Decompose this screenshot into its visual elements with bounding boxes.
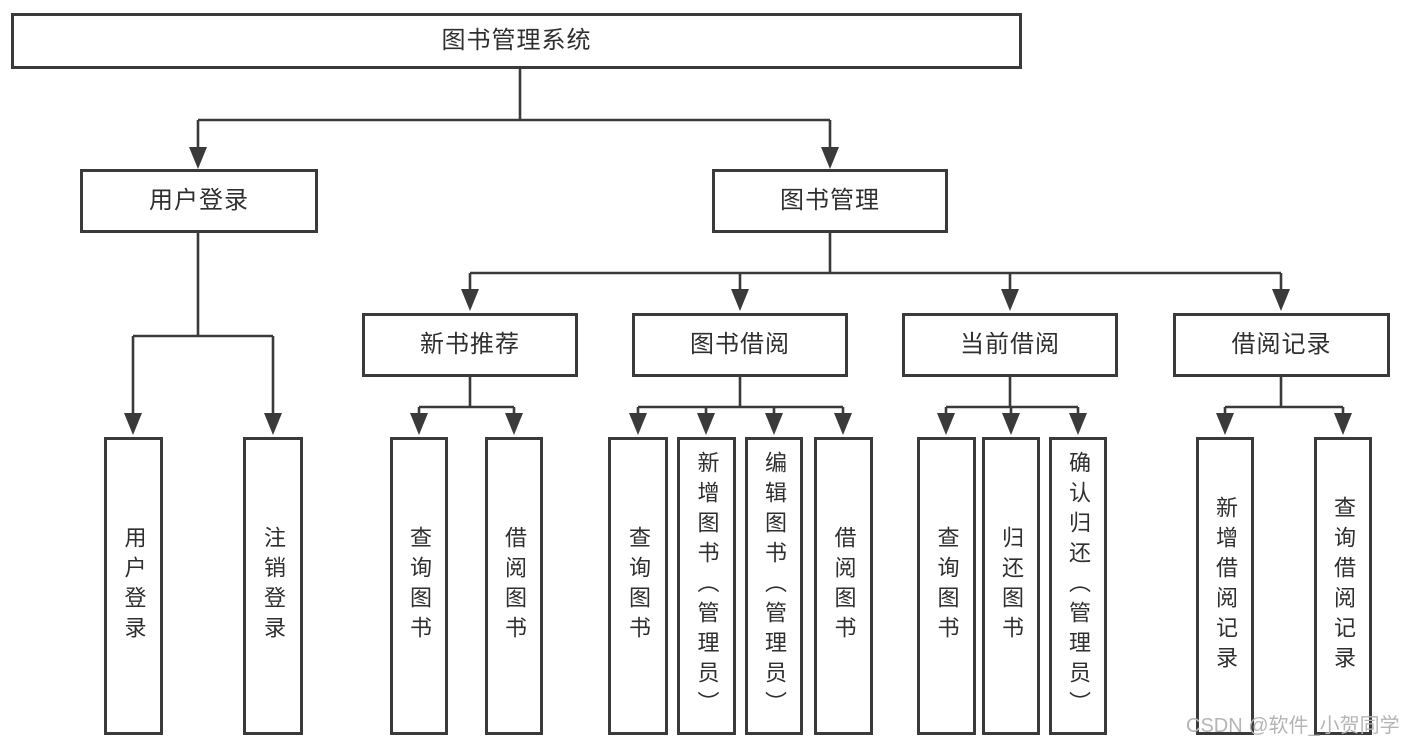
- node-current-borrow-label: 当前借阅: [960, 331, 1060, 358]
- node-user-login-label: 用户登录: [149, 187, 249, 214]
- node-borrow-records-label: 借阅记录: [1231, 331, 1332, 358]
- node-root-label: 图书管理系统: [441, 27, 592, 54]
- node-book-mgmt: 图书管理: [712, 169, 948, 233]
- leaf-borrow-book-recommend-label: 借阅图书: [502, 526, 527, 646]
- leaf-edit-book-admin-label: 编辑图书（管理员）: [762, 451, 787, 721]
- leaf-logout: 注销登录: [243, 437, 303, 735]
- leaf-query-borrow-record-label: 查询借阅记录: [1331, 496, 1356, 676]
- leaf-add-borrow-record: 新增借阅记录: [1196, 437, 1254, 735]
- node-book-borrow-label: 图书借阅: [690, 331, 790, 358]
- leaf-borrow-book-label: 借阅图书: [831, 526, 857, 646]
- leaf-user-login-label: 用户登录: [121, 526, 147, 646]
- node-root: 图书管理系统: [11, 13, 1022, 69]
- leaf-borrow-book: 借阅图书: [814, 437, 873, 735]
- node-user-login: 用户登录: [80, 169, 318, 233]
- node-book-borrow: 图书借阅: [632, 313, 848, 377]
- leaf-query-book-recommend-label: 查询图书: [407, 526, 432, 646]
- leaf-return-book-label: 归还图书: [999, 526, 1024, 646]
- leaf-query-borrow-record: 查询借阅记录: [1314, 437, 1372, 735]
- leaf-logout-label: 注销登录: [261, 526, 286, 646]
- node-new-book-recommend-label: 新书推荐: [420, 331, 520, 358]
- leaf-edit-book-admin: 编辑图书（管理员）: [745, 437, 803, 735]
- node-book-mgmt-label: 图书管理: [780, 187, 880, 214]
- node-current-borrow: 当前借阅: [902, 313, 1118, 377]
- leaf-confirm-return-admin: 确认归还（管理员）: [1049, 437, 1107, 735]
- watermark: CSDN @软件_小贺同学: [1186, 715, 1400, 737]
- leaf-add-book-admin: 新增图书（管理员）: [677, 437, 736, 735]
- leaf-query-book-recommend: 查询图书: [390, 437, 448, 735]
- node-new-book-recommend: 新书推荐: [362, 313, 578, 377]
- leaf-add-book-admin-label: 新增图书（管理员）: [694, 451, 720, 721]
- leaf-query-book-current-label: 查询图书: [934, 526, 960, 646]
- leaf-user-login: 用户登录: [104, 437, 163, 735]
- leaf-confirm-return-admin-label: 确认归还（管理员）: [1066, 451, 1091, 721]
- leaf-query-book-borrow: 查询图书: [608, 437, 668, 735]
- node-borrow-records: 借阅记录: [1173, 313, 1390, 377]
- leaf-borrow-book-recommend: 借阅图书: [485, 437, 543, 735]
- leaf-add-borrow-record-label: 新增借阅记录: [1213, 496, 1238, 676]
- leaf-query-book-current: 查询图书: [917, 437, 976, 735]
- leaf-query-book-borrow-label: 查询图书: [626, 526, 651, 646]
- leaf-return-book: 归还图书: [982, 437, 1040, 735]
